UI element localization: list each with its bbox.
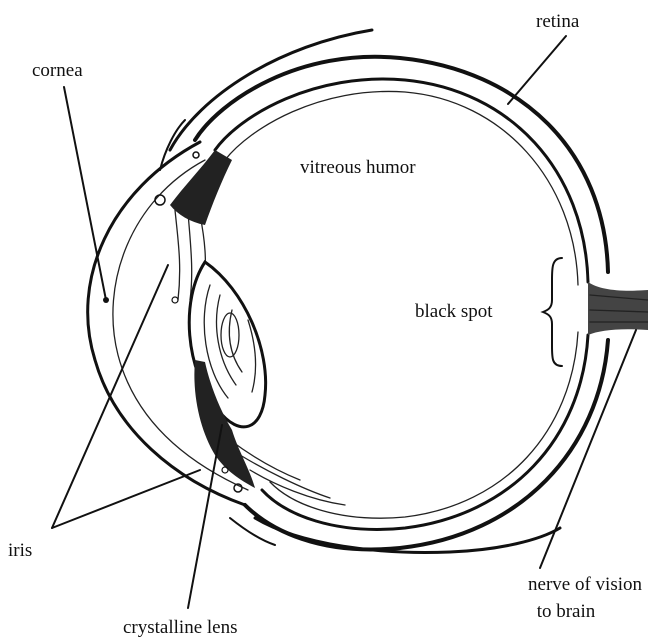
nerve-leader — [540, 330, 636, 568]
label-iris: iris — [8, 540, 32, 561]
label-to-brain: to brain — [537, 601, 596, 622]
label-retina: retina — [536, 11, 580, 32]
label-cornea: cornea — [32, 60, 83, 81]
lens-leader — [188, 425, 222, 608]
label-vitreous-humor: vitreous humor — [300, 157, 416, 178]
optic-nerve-shape — [588, 282, 648, 335]
black-spot-bracket — [543, 258, 562, 366]
label-crystalline-lens: crystalline lens — [123, 617, 238, 638]
label-nerve-of-vision: nerve of vision — [528, 574, 642, 595]
label-black-spot: black spot — [415, 301, 493, 322]
retina-leader — [508, 36, 566, 104]
eyeball-wall — [195, 57, 608, 550]
cornea-leader — [64, 87, 106, 300]
